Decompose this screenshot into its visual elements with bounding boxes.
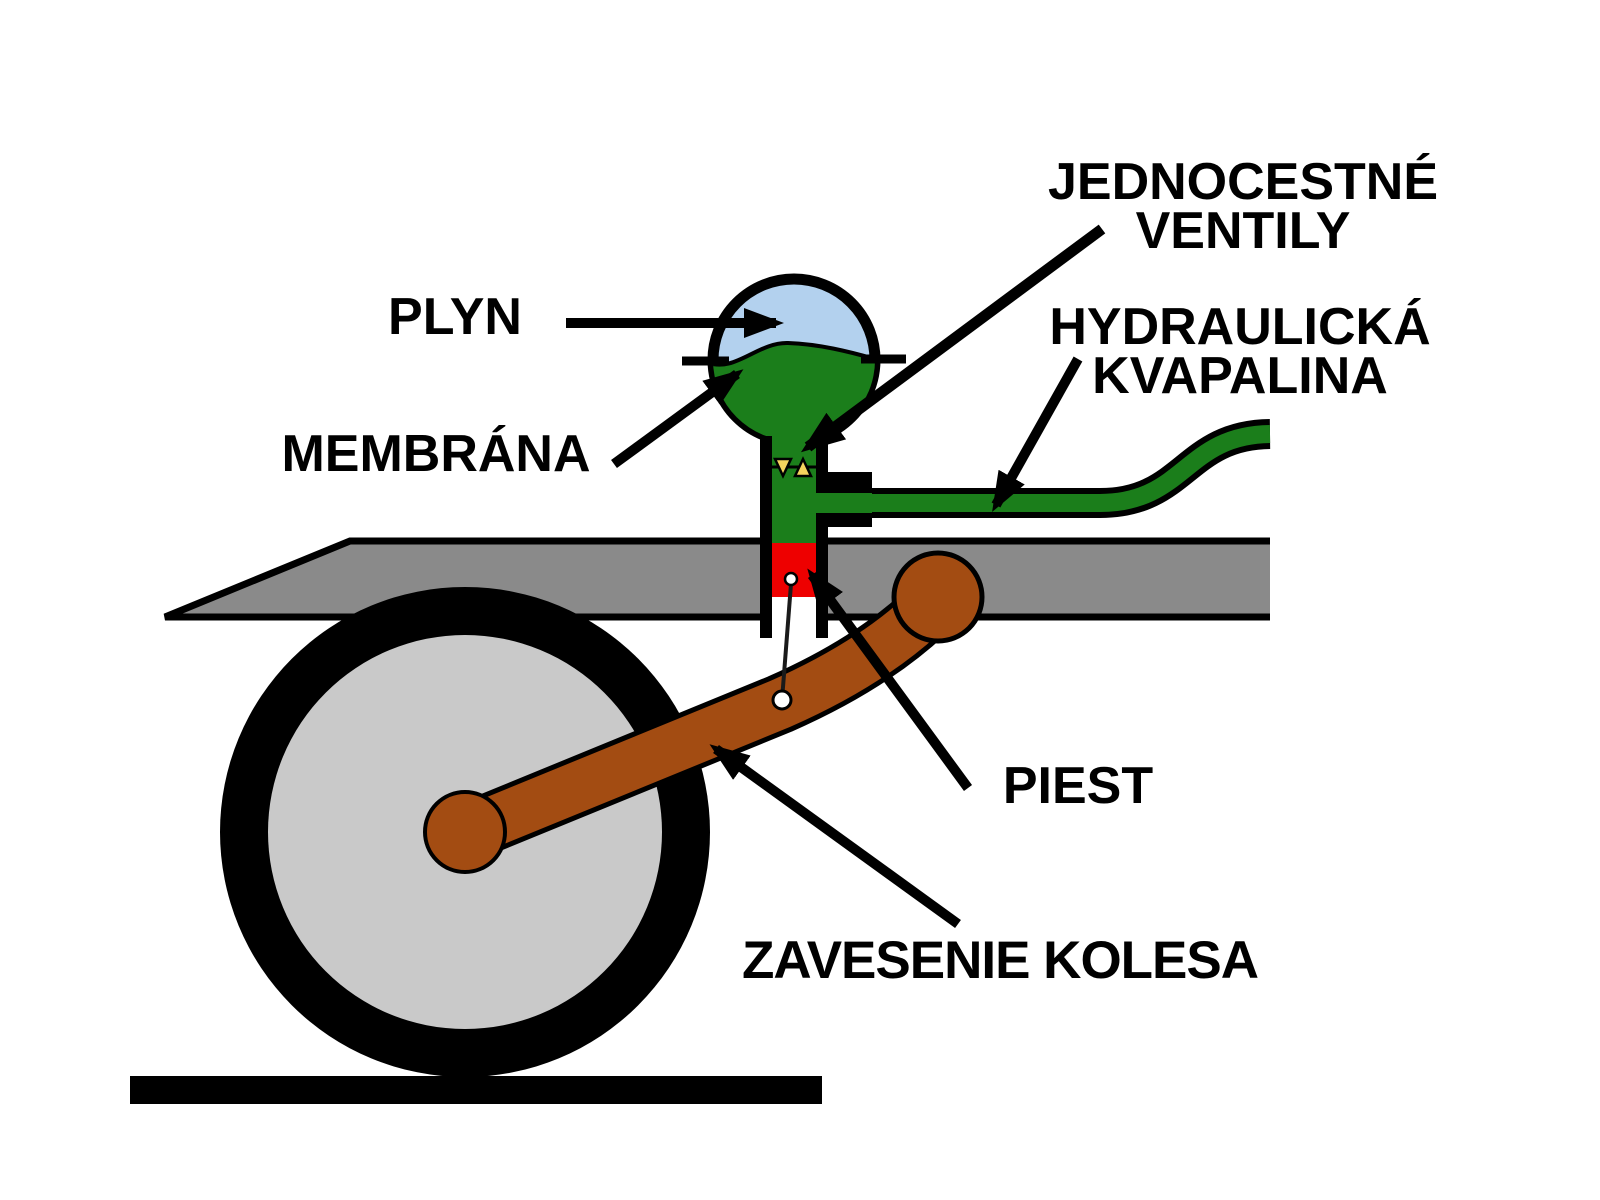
piest-arrow (807, 568, 973, 791)
hydraulic-fluid-label: HYDRAULICKÁ KVAPALINA (1049, 298, 1431, 406)
valves-label-line2: VENTILY (1135, 202, 1351, 261)
rod-top-joint (783, 571, 799, 587)
suspension-label: ZAVESENIE KOLESA (741, 931, 1259, 990)
rod-pivot (771, 689, 793, 711)
zavesenie-arrow (709, 744, 961, 929)
ventily-arrow (800, 224, 1106, 453)
hydraulic-pipe (872, 425, 1271, 512)
valve-down-icon (773, 457, 793, 479)
membrana-arrow (611, 369, 744, 469)
hydraulic-fluid-label-line1: HYDRAULICKÁ (1049, 298, 1431, 356)
valves-label-line1: JEDNOCESTNÉ (1047, 153, 1439, 211)
piston (772, 543, 816, 597)
piston-label: PIEST (1002, 757, 1154, 815)
port-fluid-channel (816, 493, 872, 513)
membrane-line (713, 340, 875, 367)
cylinder-cavity (772, 597, 816, 638)
valves-label: JEDNOCESTNÉ VENTILY (1047, 153, 1439, 261)
cylinder-left-wall (760, 436, 772, 638)
ground-line (130, 1076, 822, 1104)
wheel-hub (423, 790, 507, 874)
hydraulicka-arrow (991, 356, 1083, 512)
arm-ball-joint (891, 550, 985, 644)
membrane-label: MEMBRÁNA (281, 425, 591, 483)
gas-label: PLYN (388, 288, 522, 346)
port-flange-top (828, 472, 872, 493)
port-flange-bottom (828, 513, 872, 527)
valve-up-icon (793, 456, 813, 478)
hydraulic-fluid-label-line2: KVAPALINA (1092, 347, 1388, 406)
piston-rod (780, 583, 793, 701)
